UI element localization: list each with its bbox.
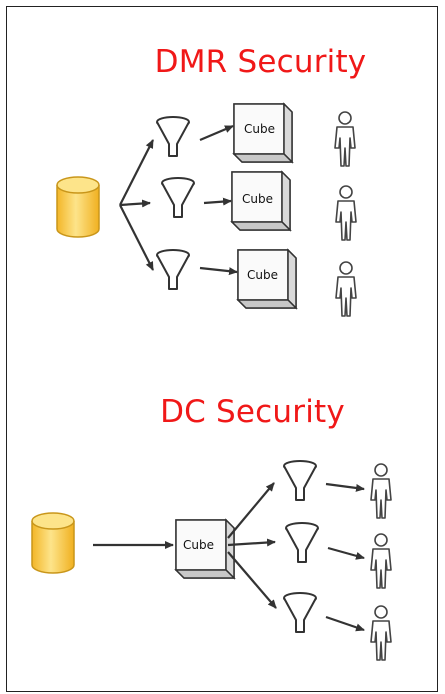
person-icon xyxy=(335,261,357,317)
cube-icon: Cube xyxy=(237,249,297,309)
funnel-icon xyxy=(161,177,195,218)
database-icon xyxy=(56,176,100,238)
arrow xyxy=(227,538,276,547)
cube-label: Cube xyxy=(244,122,275,136)
cube-label: Cube xyxy=(183,538,214,552)
funnel-icon xyxy=(156,249,190,290)
arrow xyxy=(325,615,365,632)
arrow xyxy=(199,266,238,276)
cube-icon: Cube xyxy=(175,519,235,579)
arrow xyxy=(227,482,275,539)
arrow xyxy=(119,204,154,271)
arrow xyxy=(325,482,365,492)
person-icon xyxy=(334,111,356,167)
arrow xyxy=(327,546,365,560)
funnel-icon xyxy=(285,522,319,563)
cube-icon: Cube xyxy=(233,103,293,163)
arrow xyxy=(227,551,277,609)
person-icon xyxy=(335,185,357,241)
arrow xyxy=(119,199,151,208)
cube-icon: Cube xyxy=(231,171,291,231)
arrow xyxy=(203,197,232,206)
dmr-security-title: DMR Security xyxy=(154,44,367,80)
cube-label: Cube xyxy=(242,192,273,206)
database-icon xyxy=(31,512,75,574)
funnel-icon xyxy=(283,592,317,633)
person-icon xyxy=(370,533,392,589)
person-icon xyxy=(370,605,392,661)
dc-security-title: DC Security xyxy=(160,394,345,430)
person-icon xyxy=(370,463,392,519)
cube-label: Cube xyxy=(247,268,278,282)
arrow xyxy=(199,124,234,142)
funnel-icon xyxy=(156,116,190,157)
arrow xyxy=(119,139,154,206)
funnel-icon xyxy=(283,460,317,501)
